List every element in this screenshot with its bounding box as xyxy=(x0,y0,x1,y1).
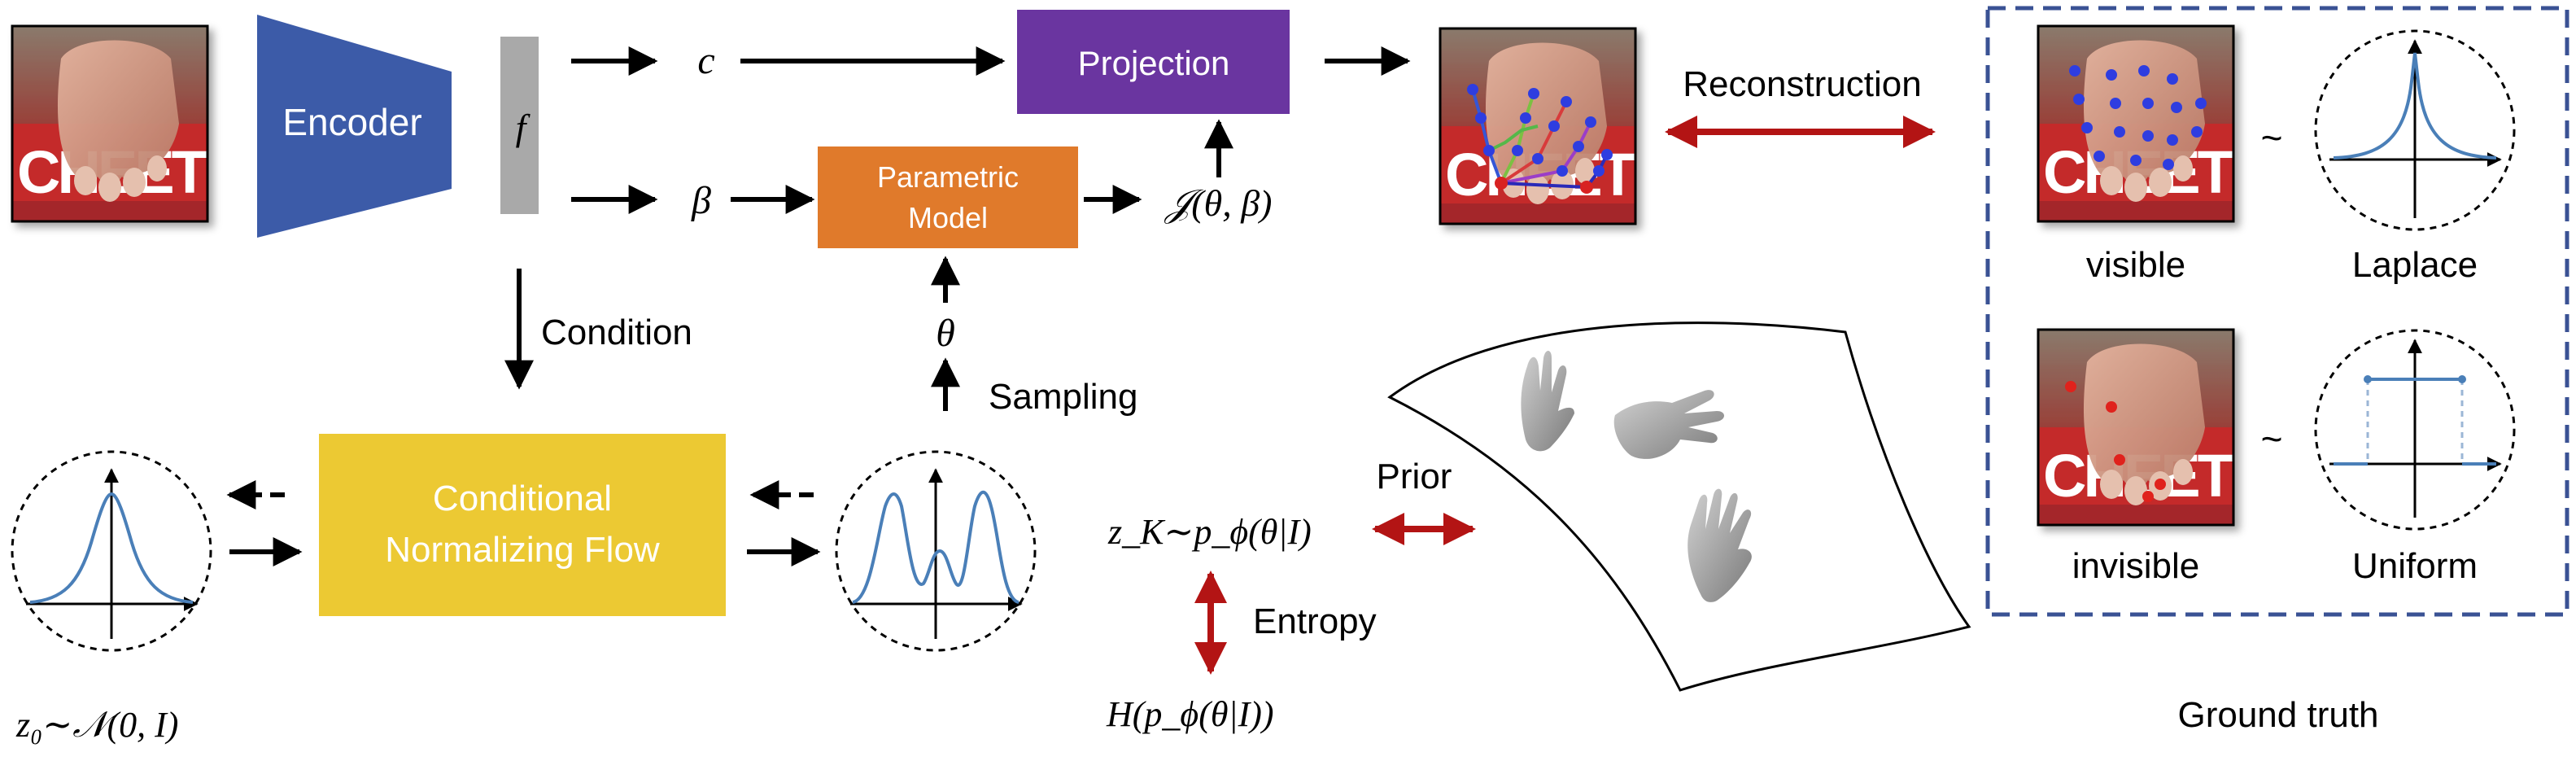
parametric-model-line1: Parametric xyxy=(877,160,1019,194)
visible-keypoints-image xyxy=(2037,24,2235,223)
prior-label: Prior xyxy=(1377,457,1452,496)
encoder-label: Encoder xyxy=(282,101,421,143)
uniform-label: Uniform xyxy=(2352,546,2478,586)
posterior-expression: z_K∼p_ϕ(θ|I) xyxy=(1107,512,1312,552)
flow-line2: Normalizing Flow xyxy=(385,530,660,570)
posterior-distribution-plot xyxy=(835,450,1037,652)
reconstructed-hand-image xyxy=(1439,27,1637,225)
input-hand-image xyxy=(11,24,209,223)
flow-line1: Conditional xyxy=(433,479,612,518)
entropy-label: Entropy xyxy=(1253,601,1377,641)
projection-block xyxy=(1017,10,1290,114)
shape-symbol: β xyxy=(691,179,711,222)
parametric-model-block xyxy=(818,146,1078,248)
condition-label: Condition xyxy=(541,313,692,352)
tilde-visible: ~ xyxy=(2261,116,2283,159)
entropy-expression: H(p_ϕ(θ|I)) xyxy=(1106,694,1274,734)
uniform-distribution-plot xyxy=(2314,329,2516,531)
ground-truth-panel xyxy=(1985,6,2569,617)
reconstruction-label: Reconstruction xyxy=(1683,64,1921,104)
prior-hand-mesh-2 xyxy=(1613,390,1724,459)
sampling-label: Sampling xyxy=(989,377,1137,417)
visible-label: visible xyxy=(2086,245,2185,285)
projection-label: Projection xyxy=(1078,44,1230,82)
laplace-label: Laplace xyxy=(2352,245,2478,285)
invisible-keypoints-image xyxy=(2037,328,2235,527)
pose-symbol: θ xyxy=(936,312,955,355)
base-expression: z₀∼𝒩(0, I) xyxy=(15,705,178,745)
prior-hand-mesh-3 xyxy=(1687,488,1752,602)
base-distribution-plot xyxy=(11,450,212,652)
normalizing-flow-block xyxy=(319,434,726,616)
invisible-label: invisible xyxy=(2072,546,2200,586)
joints-expression: 𝒥(θ, β) xyxy=(1164,182,1273,224)
parametric-model-line2: Model xyxy=(908,201,988,234)
feature-bar xyxy=(500,37,539,214)
laplace-distribution-plot xyxy=(2314,29,2516,231)
ground-truth-title: Ground truth xyxy=(2177,695,2378,735)
tilde-invisible: ~ xyxy=(2261,418,2283,460)
prior-hand-mesh-1 xyxy=(1521,351,1574,452)
camera-symbol: c xyxy=(697,39,714,82)
encoder-block xyxy=(257,15,452,238)
prior-manifold xyxy=(1387,321,1971,692)
